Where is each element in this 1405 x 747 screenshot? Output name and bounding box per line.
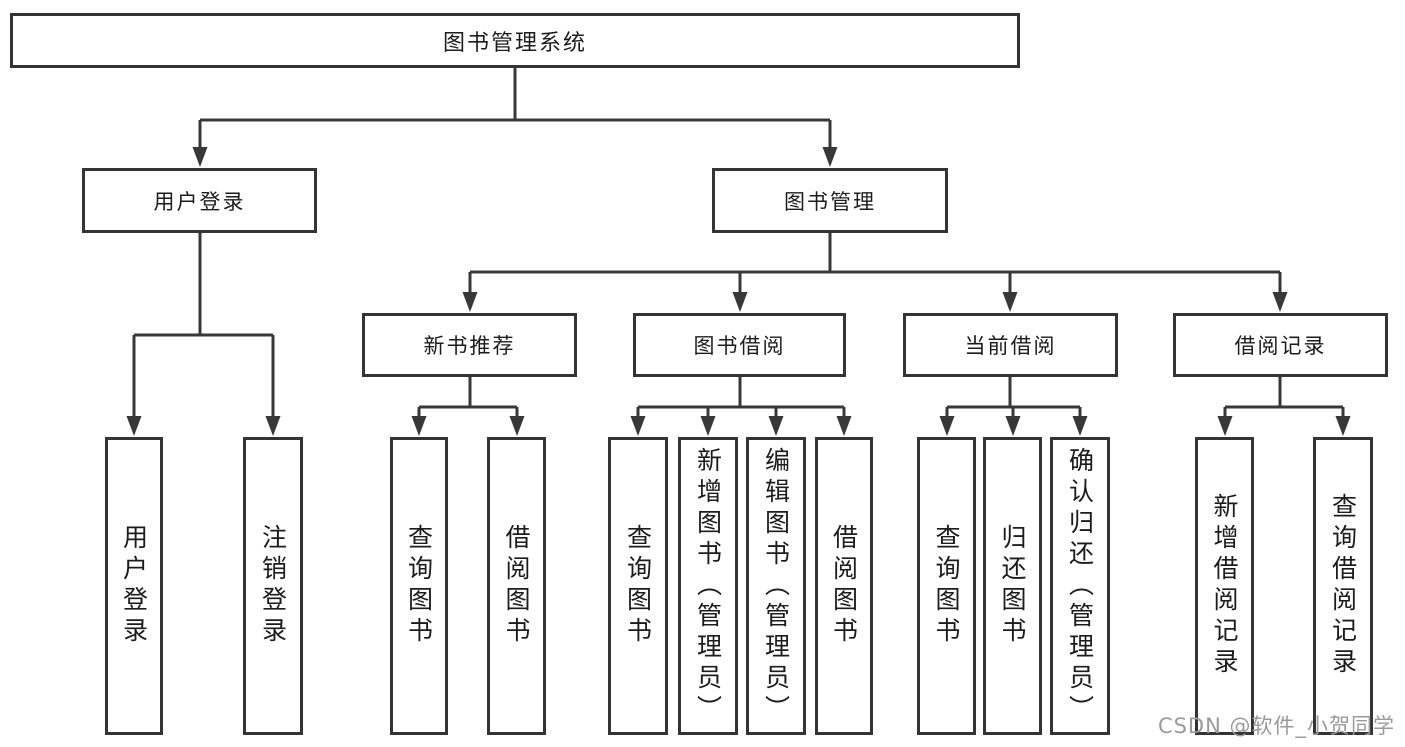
leaf-borrow-edit-books-admin: 编辑图书（管理员）: [746, 437, 806, 735]
node-current-borrow: 当前借阅: [903, 313, 1118, 377]
leaf-current-return-books: 归还图书: [983, 437, 1042, 735]
node-root: 图书管理系统: [10, 13, 1020, 68]
leaf-user-login-label: 用户登录: [119, 524, 149, 648]
csdn-watermark: CSDN @软件_小贺同学: [1157, 714, 1395, 738]
leaf-recommend-query-books-label: 查询图书: [404, 524, 434, 648]
node-book-borrow: 图书借阅: [633, 313, 846, 377]
leaf-borrow-borrow-books: 借阅图书: [815, 437, 873, 735]
leaf-current-return-books-label: 归还图书: [998, 524, 1027, 648]
leaf-records-query-record: 查询借阅记录: [1313, 437, 1373, 735]
leaf-logout: 注销登录: [243, 437, 303, 735]
leaf-borrow-edit-books-admin-label: 编辑图书（管理员）: [761, 446, 791, 726]
leaf-current-query-books-label: 查询图书: [932, 524, 961, 648]
node-user-login: 用户登录: [82, 168, 317, 233]
leaf-current-query-books: 查询图书: [917, 437, 976, 735]
node-book-borrow-label: 图书借阅: [693, 334, 786, 358]
leaf-records-add-record: 新增借阅记录: [1195, 437, 1254, 735]
leaf-borrow-borrow-books-label: 借阅图书: [829, 524, 859, 648]
node-book-management: 图书管理: [712, 168, 948, 233]
leaf-borrow-add-books-admin-label: 新增图书（管理员）: [693, 446, 723, 726]
node-borrow-records-label: 借阅记录: [1234, 334, 1327, 358]
arrowheads: [126, 147, 1351, 436]
leaf-user-login: 用户登录: [105, 437, 163, 735]
node-user-login-label: 用户登录: [153, 189, 246, 214]
leaf-recommend-query-books: 查询图书: [390, 437, 448, 735]
leaf-borrow-query-books: 查询图书: [608, 437, 668, 735]
node-book-management-label: 图书管理: [784, 189, 876, 214]
leaf-logout-label: 注销登录: [258, 524, 288, 648]
node-new-book-recommend-label: 新书推荐: [423, 334, 516, 358]
node-new-book-recommend: 新书推荐: [362, 313, 577, 377]
leaf-borrow-query-books-label: 查询图书: [623, 524, 653, 648]
node-root-label: 图书管理系统: [442, 30, 587, 56]
node-borrow-records: 借阅记录: [1173, 313, 1388, 377]
leaf-records-query-record-label: 查询借阅记录: [1328, 493, 1358, 679]
leaf-current-confirm-return-admin: 确认归还（管理员）: [1050, 437, 1110, 735]
leaf-records-add-record-label: 新增借阅记录: [1210, 493, 1239, 679]
node-current-borrow-label: 当前借阅: [964, 334, 1057, 358]
leaf-recommend-borrow-books-label: 借阅图书: [502, 524, 531, 648]
leaf-current-confirm-return-admin-label: 确认归还（管理员）: [1065, 446, 1095, 726]
leaf-recommend-borrow-books: 借阅图书: [487, 437, 546, 735]
leaf-borrow-add-books-admin: 新增图书（管理员）: [678, 437, 738, 735]
